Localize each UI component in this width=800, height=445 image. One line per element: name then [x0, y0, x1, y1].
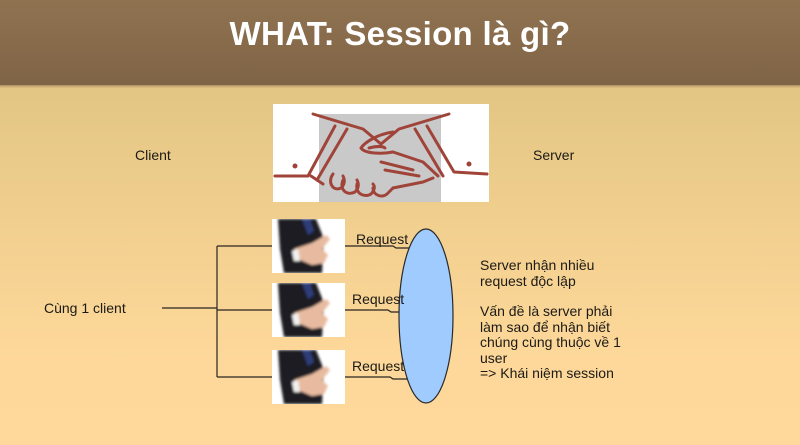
explanation-note: Server nhận nhiều request độc lập Vấn đề…: [480, 257, 710, 382]
slide-header: WHAT: Session là gì?: [0, 0, 800, 88]
client-label: Client: [135, 147, 171, 163]
note-line-2: request độc lập: [480, 272, 576, 289]
server-ellipse: [397, 227, 457, 412]
request-label-2: Request: [352, 291, 405, 307]
requester-image-2: [272, 283, 345, 337]
note-line-3: Vấn đề là server phải: [480, 303, 613, 319]
request-label-3: Request: [352, 358, 405, 374]
note-line-1: Server nhận nhiều: [480, 257, 595, 273]
server-label: Server: [533, 147, 575, 163]
note-line-4: làm sao để nhận biết: [480, 318, 610, 335]
note-line-7: => Khái niệm session: [480, 365, 614, 381]
handshake-icon: [273, 104, 489, 202]
request-label-1: Request: [356, 231, 409, 247]
same-client-label: Cùng 1 client: [44, 300, 126, 316]
slide-title: WHAT: Session là gì?: [229, 15, 571, 52]
note-line-6: user: [480, 349, 508, 366]
note-line-5: chúng cùng thuộc về 1: [480, 334, 621, 350]
requester-image-3: [272, 350, 345, 404]
requester-image-1: [272, 219, 345, 273]
